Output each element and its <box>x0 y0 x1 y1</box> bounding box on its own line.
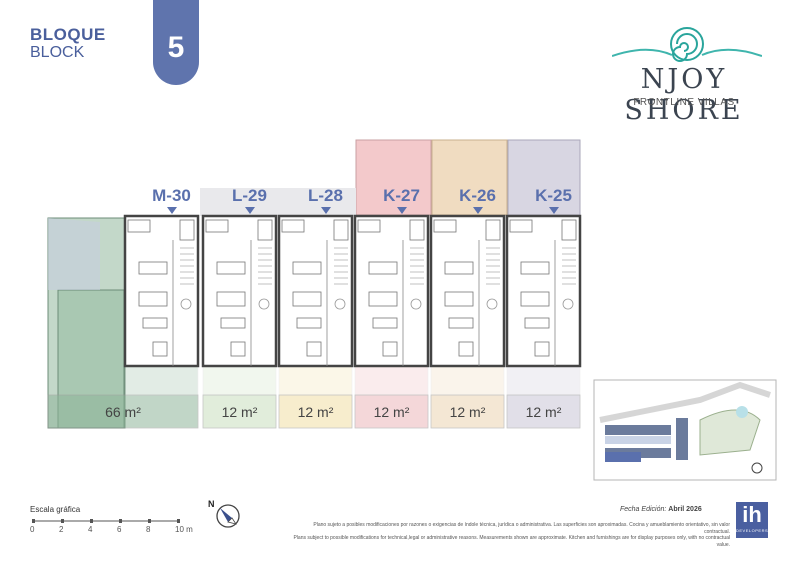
brand-name: NJOY SHORE <box>624 64 744 126</box>
scale-tick-mark <box>31 519 35 523</box>
minimap-compass-icon <box>751 462 763 474</box>
scale-tick-mark <box>147 519 151 523</box>
garden-k-25 <box>506 394 581 429</box>
garden-l-29 <box>202 394 277 429</box>
scale-title: Escala gráfica <box>30 505 81 514</box>
scale-tick-mark <box>176 519 180 523</box>
area-k-27: 12 m² <box>373 404 410 420</box>
unit-marker-icon <box>548 207 559 214</box>
area-m-30: 66 m² <box>105 404 141 420</box>
terrace-k26 <box>431 139 508 216</box>
unit-marker-icon <box>396 207 407 214</box>
unit-k-25 <box>505 214 582 368</box>
unit-marker-icon <box>244 207 255 214</box>
area-l-28: 12 m² <box>297 404 334 420</box>
scale-tick-mark <box>118 519 122 523</box>
scale-tick-label: 6 <box>117 525 122 534</box>
north-compass-icon <box>216 504 240 528</box>
unit-k-27 <box>353 214 430 368</box>
terrace-k25 <box>507 139 581 216</box>
unit-l-28 <box>277 214 354 368</box>
shell-logo-icon <box>612 27 762 62</box>
disclaimer: Plano sujeto a posibles modificaciones p… <box>293 522 730 548</box>
unit-label-k-27: K-27 <box>383 186 420 205</box>
brand-tagline: FRONTLINE VILLAS <box>633 97 735 108</box>
unit-label-l-28: L-28 <box>308 186 343 205</box>
scale-tick-label: 10 m <box>175 525 193 534</box>
block-subtitle: BLOCK <box>30 44 85 61</box>
scale-tick-label: 4 <box>88 525 93 534</box>
unit-marker-icon <box>320 207 331 214</box>
edition-date: Fecha Edición: Abril 2026 <box>620 506 702 513</box>
unit-k-26 <box>429 214 506 368</box>
garden-k-27 <box>354 394 429 429</box>
scale-tick-label: 0 <box>30 525 35 534</box>
unit-label-l-29: L-29 <box>232 186 267 205</box>
unit-label-k-25: K-25 <box>535 186 572 205</box>
unit-marker-icon <box>166 207 177 214</box>
unit-label-m-30: M-30 <box>152 186 191 205</box>
scale-tick-label: 2 <box>59 525 64 534</box>
developer-logo: ih DEVELOPERS <box>736 502 768 538</box>
scale-tick-mark <box>89 519 93 523</box>
garden-k-26 <box>430 394 505 429</box>
area-l-29: 12 m² <box>221 404 258 420</box>
scale-tick-label: 8 <box>146 525 151 534</box>
scale-tick-mark <box>60 519 64 523</box>
unit-label-k-26: K-26 <box>459 186 496 205</box>
area-k-25: 12 m² <box>525 404 562 420</box>
area-k-26: 12 m² <box>449 404 486 420</box>
unit-l-29 <box>201 214 278 368</box>
block-number-tab: 5 <box>153 0 199 85</box>
unit-m-30 <box>123 214 200 368</box>
unit-marker-icon <box>472 207 483 214</box>
block-title: BLOQUE <box>30 25 106 44</box>
garden-l-28 <box>278 394 353 429</box>
garden-m-30 <box>47 394 199 429</box>
compass-label: N <box>208 499 215 509</box>
